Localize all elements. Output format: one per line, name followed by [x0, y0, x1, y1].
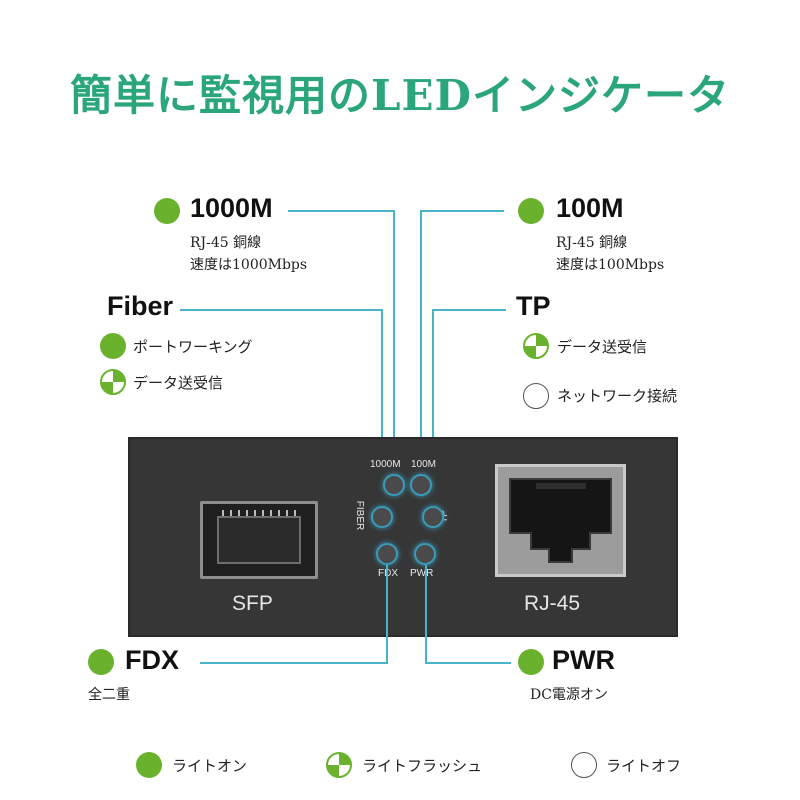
light-flash-icon [100, 369, 126, 395]
connector-line [200, 662, 388, 664]
led-label-100m: 100M [411, 459, 437, 470]
sfp-label: SFP [232, 592, 273, 615]
legend-light-off-icon [571, 752, 597, 778]
tp-state-1: データ送受信 [557, 338, 648, 356]
led-1000m-title: 1000M [190, 193, 273, 223]
led-1000m-indicator [383, 474, 405, 496]
connector-line [420, 210, 504, 212]
fdx-desc: 全二重 [88, 687, 130, 703]
page-title: 簡単に監視用のLEDインジケータ [70, 71, 730, 120]
led-pwr-indicator [414, 543, 436, 565]
fiber-state-1: ポートワーキング [133, 338, 253, 356]
tp-title: TP [516, 291, 551, 321]
led-tp-indicator [422, 506, 444, 528]
connector-line [386, 565, 388, 663]
sfp-contacts-icon [222, 510, 296, 516]
connector-line [432, 309, 506, 311]
led-label-1000m: 1000M [370, 459, 401, 470]
legend-light-off-text: ライトオフ [606, 757, 682, 775]
rj45-label: RJ-45 [524, 592, 581, 615]
light-on-icon [518, 649, 544, 675]
sfp-cage [217, 516, 301, 564]
led-1000m-desc-2: 速度は1000Mbps [190, 257, 308, 273]
fiber-state-2: データ送受信 [133, 374, 224, 392]
connector-line [288, 210, 394, 212]
tp-state-2: ネットワーク接続 [557, 387, 678, 405]
led-label-fdx: FDX [378, 568, 398, 579]
connector-line [381, 309, 383, 516]
light-on-icon [88, 649, 114, 675]
legend-light-on-text: ライトオン [172, 757, 248, 775]
connector-line [432, 309, 434, 516]
led-label-fiber: FIBER [354, 500, 366, 531]
legend-light-flash-icon [326, 752, 352, 778]
fdx-title: FDX [125, 645, 179, 675]
led-label-pwr: PWR [410, 568, 434, 579]
rj45-port [495, 464, 626, 577]
led-100m-title: 100M [556, 193, 624, 223]
connector-line [420, 210, 422, 476]
light-on-icon [100, 333, 126, 359]
fiber-title: Fiber [107, 291, 174, 321]
rj45-socket-icon [509, 478, 612, 563]
led-100m-desc-1: RJ-45 銅線 [556, 235, 628, 251]
led-100m-indicator [410, 474, 432, 496]
light-off-icon [523, 383, 549, 409]
pwr-desc: DC電源オン [530, 687, 608, 703]
legend-light-flash-text: ライトフラッシュ [362, 757, 483, 775]
light-flash-icon [523, 333, 549, 359]
led-1000m-desc-1: RJ-45 銅線 [190, 235, 262, 251]
connector-line [425, 565, 427, 663]
led-fdx-indicator [376, 543, 398, 565]
connector-line [180, 309, 382, 311]
light-on-icon [518, 198, 544, 224]
pwr-title: PWR [552, 645, 615, 675]
connector-line [425, 662, 511, 664]
led-fiber-indicator [371, 506, 393, 528]
light-on-icon [154, 198, 180, 224]
sfp-port [200, 501, 318, 579]
led-100m-desc-2: 速度は100Mbps [556, 257, 665, 273]
legend-light-on-icon [136, 752, 162, 778]
connector-line [393, 210, 395, 476]
